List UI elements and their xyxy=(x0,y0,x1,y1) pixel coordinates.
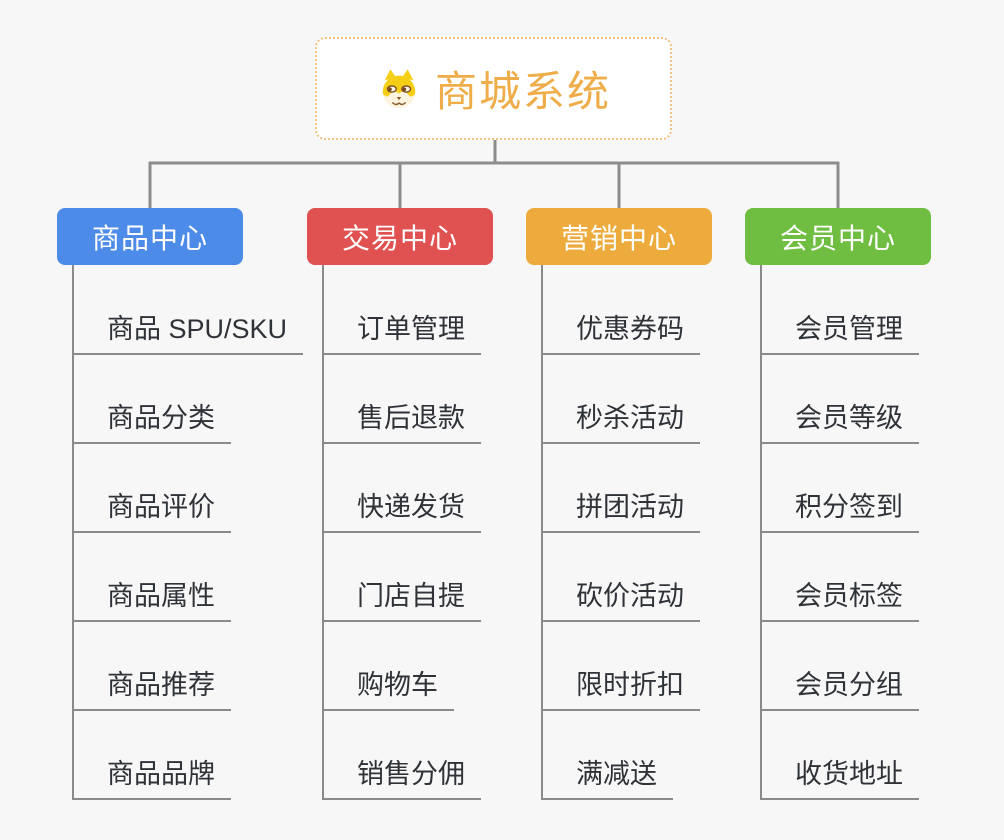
branch-column-marketing-center: 优惠券码 秒杀活动 拼团活动 砍价活动 限时折扣 满减送 xyxy=(541,265,700,800)
doge-icon xyxy=(376,66,422,112)
branch-box-member-center[interactable]: 会员中心 xyxy=(745,208,931,265)
mindmap-node[interactable]: 商品分类 xyxy=(73,402,231,444)
root-node[interactable]: 商城系统 xyxy=(315,37,672,140)
mindmap-node[interactable]: 商品 SPU/SKU xyxy=(73,313,304,355)
mindmap-node[interactable]: 砍价活动 xyxy=(542,580,700,622)
branch-box-trade-center[interactable]: 交易中心 xyxy=(307,208,493,265)
branch-box-product-center[interactable]: 商品中心 xyxy=(57,208,243,265)
branch-column-trade-center: 订单管理 售后退款 快递发货 门店自提 购物车 销售分佣 xyxy=(322,265,481,800)
mindmap-node[interactable]: 收货地址 xyxy=(761,758,919,800)
mindmap-node[interactable]: 售后退款 xyxy=(323,402,481,444)
mindmap-node[interactable]: 销售分佣 xyxy=(323,758,481,800)
mindmap-node[interactable]: 秒杀活动 xyxy=(542,402,700,444)
mindmap-node[interactable]: 优惠券码 xyxy=(542,313,700,355)
branch-box-marketing-center[interactable]: 营销中心 xyxy=(526,208,712,265)
mindmap-node[interactable]: 会员等级 xyxy=(761,402,919,444)
root-title: 商城系统 xyxy=(434,68,611,115)
mindmap-node[interactable]: 限时折扣 xyxy=(542,669,700,711)
mindmap-node[interactable]: 会员管理 xyxy=(761,313,919,355)
mindmap-node[interactable]: 快递发货 xyxy=(323,491,481,533)
mindmap-node[interactable]: 会员标签 xyxy=(761,580,919,622)
mindmap-node[interactable]: 门店自提 xyxy=(323,580,481,622)
mindmap-node[interactable]: 商品属性 xyxy=(73,580,231,622)
mindmap-node[interactable]: 会员分组 xyxy=(761,669,919,711)
mindmap-node[interactable]: 拼团活动 xyxy=(542,491,700,533)
branch-column-member-center: 会员管理 会员等级 积分签到 会员标签 会员分组 收货地址 xyxy=(760,265,919,800)
mindmap-node[interactable]: 订单管理 xyxy=(323,313,481,355)
mindmap-node[interactable]: 商品品牌 xyxy=(73,758,231,800)
mindmap-node[interactable]: 积分签到 xyxy=(761,491,919,533)
mindmap-node[interactable]: 满减送 xyxy=(542,758,673,800)
branch-column-product-center: 商品 SPU/SKU 商品分类 商品评价 商品属性 商品推荐 商品品牌 xyxy=(71,265,304,800)
mindmap-node[interactable]: 商品评价 xyxy=(73,491,231,533)
mindmap-node[interactable]: 购物车 xyxy=(323,669,454,711)
mindmap-node[interactable]: 商品推荐 xyxy=(73,669,231,711)
